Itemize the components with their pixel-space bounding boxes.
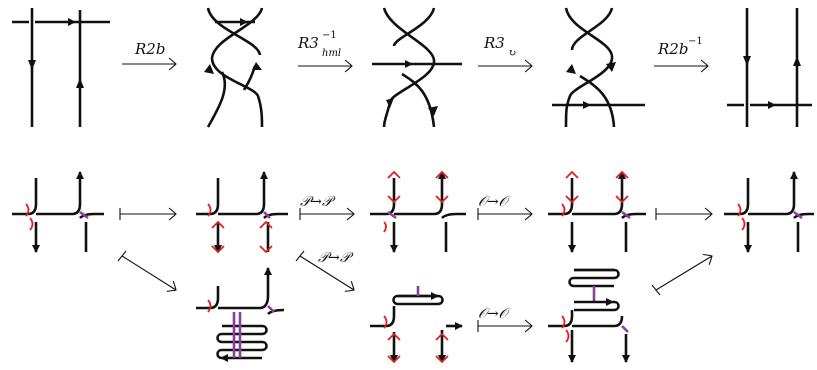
bottom-diagram-h — [548, 268, 630, 363]
move-r2b: R2b — [122, 40, 177, 71]
bottom-diagram-g — [370, 286, 463, 364]
diag-map-h-e — [651, 253, 713, 296]
oo-top-label: 𝒪→𝒪 — [478, 194, 511, 210]
move-r3-clockwise: R3 ↻ — [478, 34, 533, 73]
move-r2b-label: R2b — [134, 40, 165, 58]
move-r3-hml-base: R3 — [297, 34, 319, 52]
map-oo-low: 𝒪→𝒪 — [477, 306, 533, 333]
top-diagram-5 — [727, 8, 812, 127]
move-r3-cw-sub: ↻ — [508, 48, 516, 59]
move-r3-hml-sub: hml — [322, 48, 341, 59]
bottom-diagram-f — [196, 267, 285, 362]
pp-diag-label: 𝒫→𝒫 — [318, 250, 354, 266]
diag-map-a-f — [117, 250, 177, 292]
svg-text:R3: R3 — [483, 34, 505, 52]
svg-text:R3: R3 — [297, 34, 319, 52]
move-r3-hml-sup: −1 — [322, 30, 337, 41]
move-r2b-inv-sup: −1 — [688, 36, 703, 47]
top-diagram-3 — [372, 7, 462, 128]
svg-text:R2b: R2b — [134, 40, 165, 58]
bottom-diagram-e — [724, 171, 814, 253]
move-r2b-inv-base: R2b — [657, 40, 688, 58]
move-r3-cw-base: R3 — [483, 34, 505, 52]
svg-text:R2b: R2b — [657, 40, 688, 58]
top-diagram-4 — [552, 7, 645, 128]
bottom-diagram-a — [12, 171, 104, 253]
bottom-diagram-c — [370, 170, 466, 253]
move-r3-inverse-hml: R3 −1 hml — [297, 30, 353, 73]
diag-map-b-g: 𝒫→𝒫 — [295, 250, 355, 292]
map-pp-top: 𝒫→𝒫 — [299, 194, 355, 221]
bottom-diagram-d — [548, 170, 646, 253]
top-diagram-1 — [12, 8, 110, 127]
map-oo-top: 𝒪→𝒪 — [477, 194, 533, 221]
bottom-diagram-b — [196, 171, 288, 254]
pp-top-label: 𝒫→𝒫 — [300, 194, 336, 210]
move-r2b-inverse: R2b −1 — [654, 36, 709, 73]
top-diagram-2 — [204, 7, 264, 128]
oo-low-label: 𝒪→𝒪 — [478, 306, 511, 322]
